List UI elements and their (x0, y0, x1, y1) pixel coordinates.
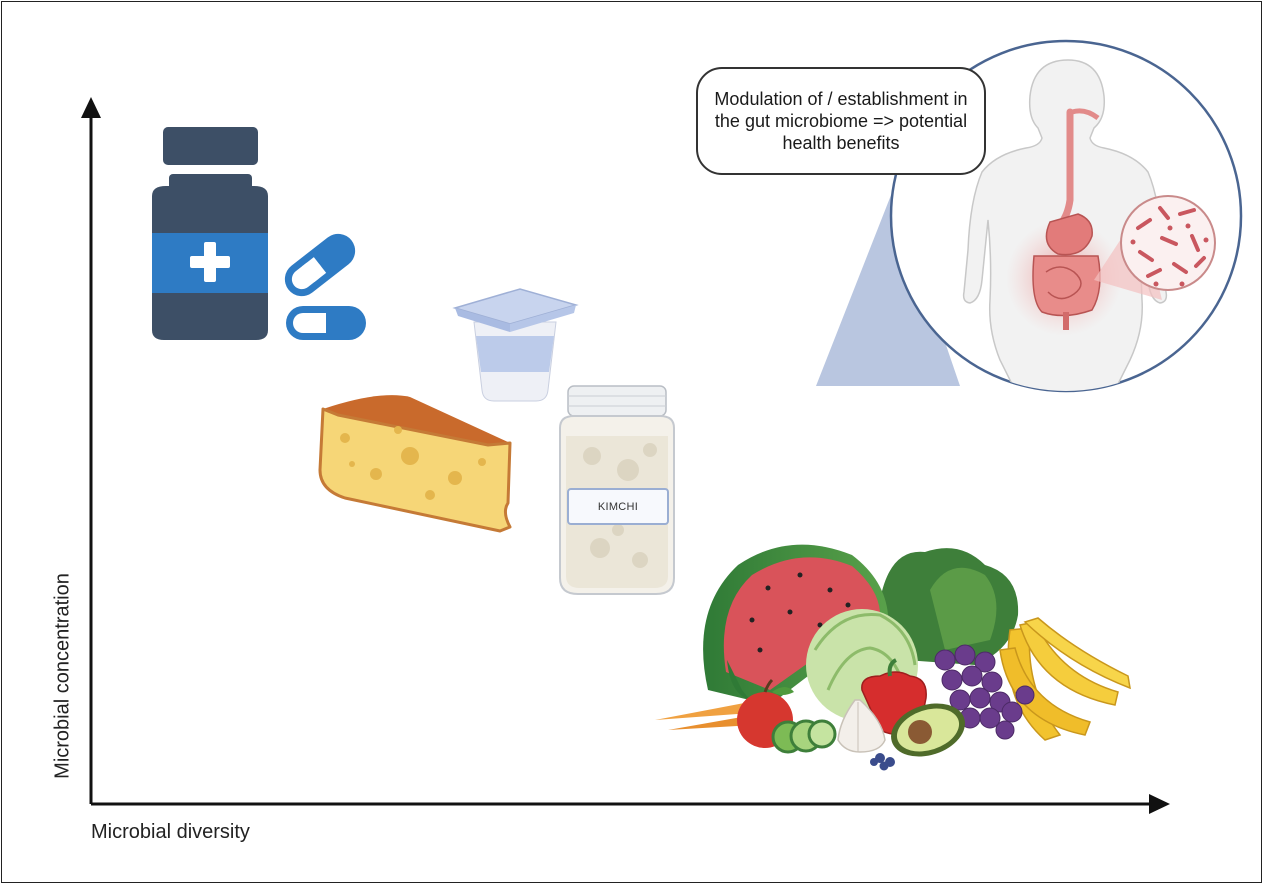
y-axis (81, 97, 101, 804)
kimchi-jar-icon (559, 385, 675, 595)
x-axis (91, 794, 1170, 814)
cheese-wedge-icon (318, 395, 512, 533)
fruit-vegetable-pile-icon (655, 544, 1131, 771)
y-axis-label: Microbial concentration (51, 573, 74, 779)
supplement-bottle-icon (152, 127, 268, 340)
kimchi-jar-label: KIMCHI (597, 500, 639, 513)
health-benefit-callout: Modulation of / establishment in the gut… (696, 67, 986, 175)
yogurt-cup-icon (452, 288, 579, 402)
zoom-wedge (816, 190, 960, 386)
x-axis-label: Microbial diversity (91, 821, 250, 843)
capsule-icon (284, 233, 366, 340)
callout-text: Modulation of / establishment in the gut… (714, 89, 968, 153)
bacteria-magnifier-icon (1120, 195, 1216, 291)
